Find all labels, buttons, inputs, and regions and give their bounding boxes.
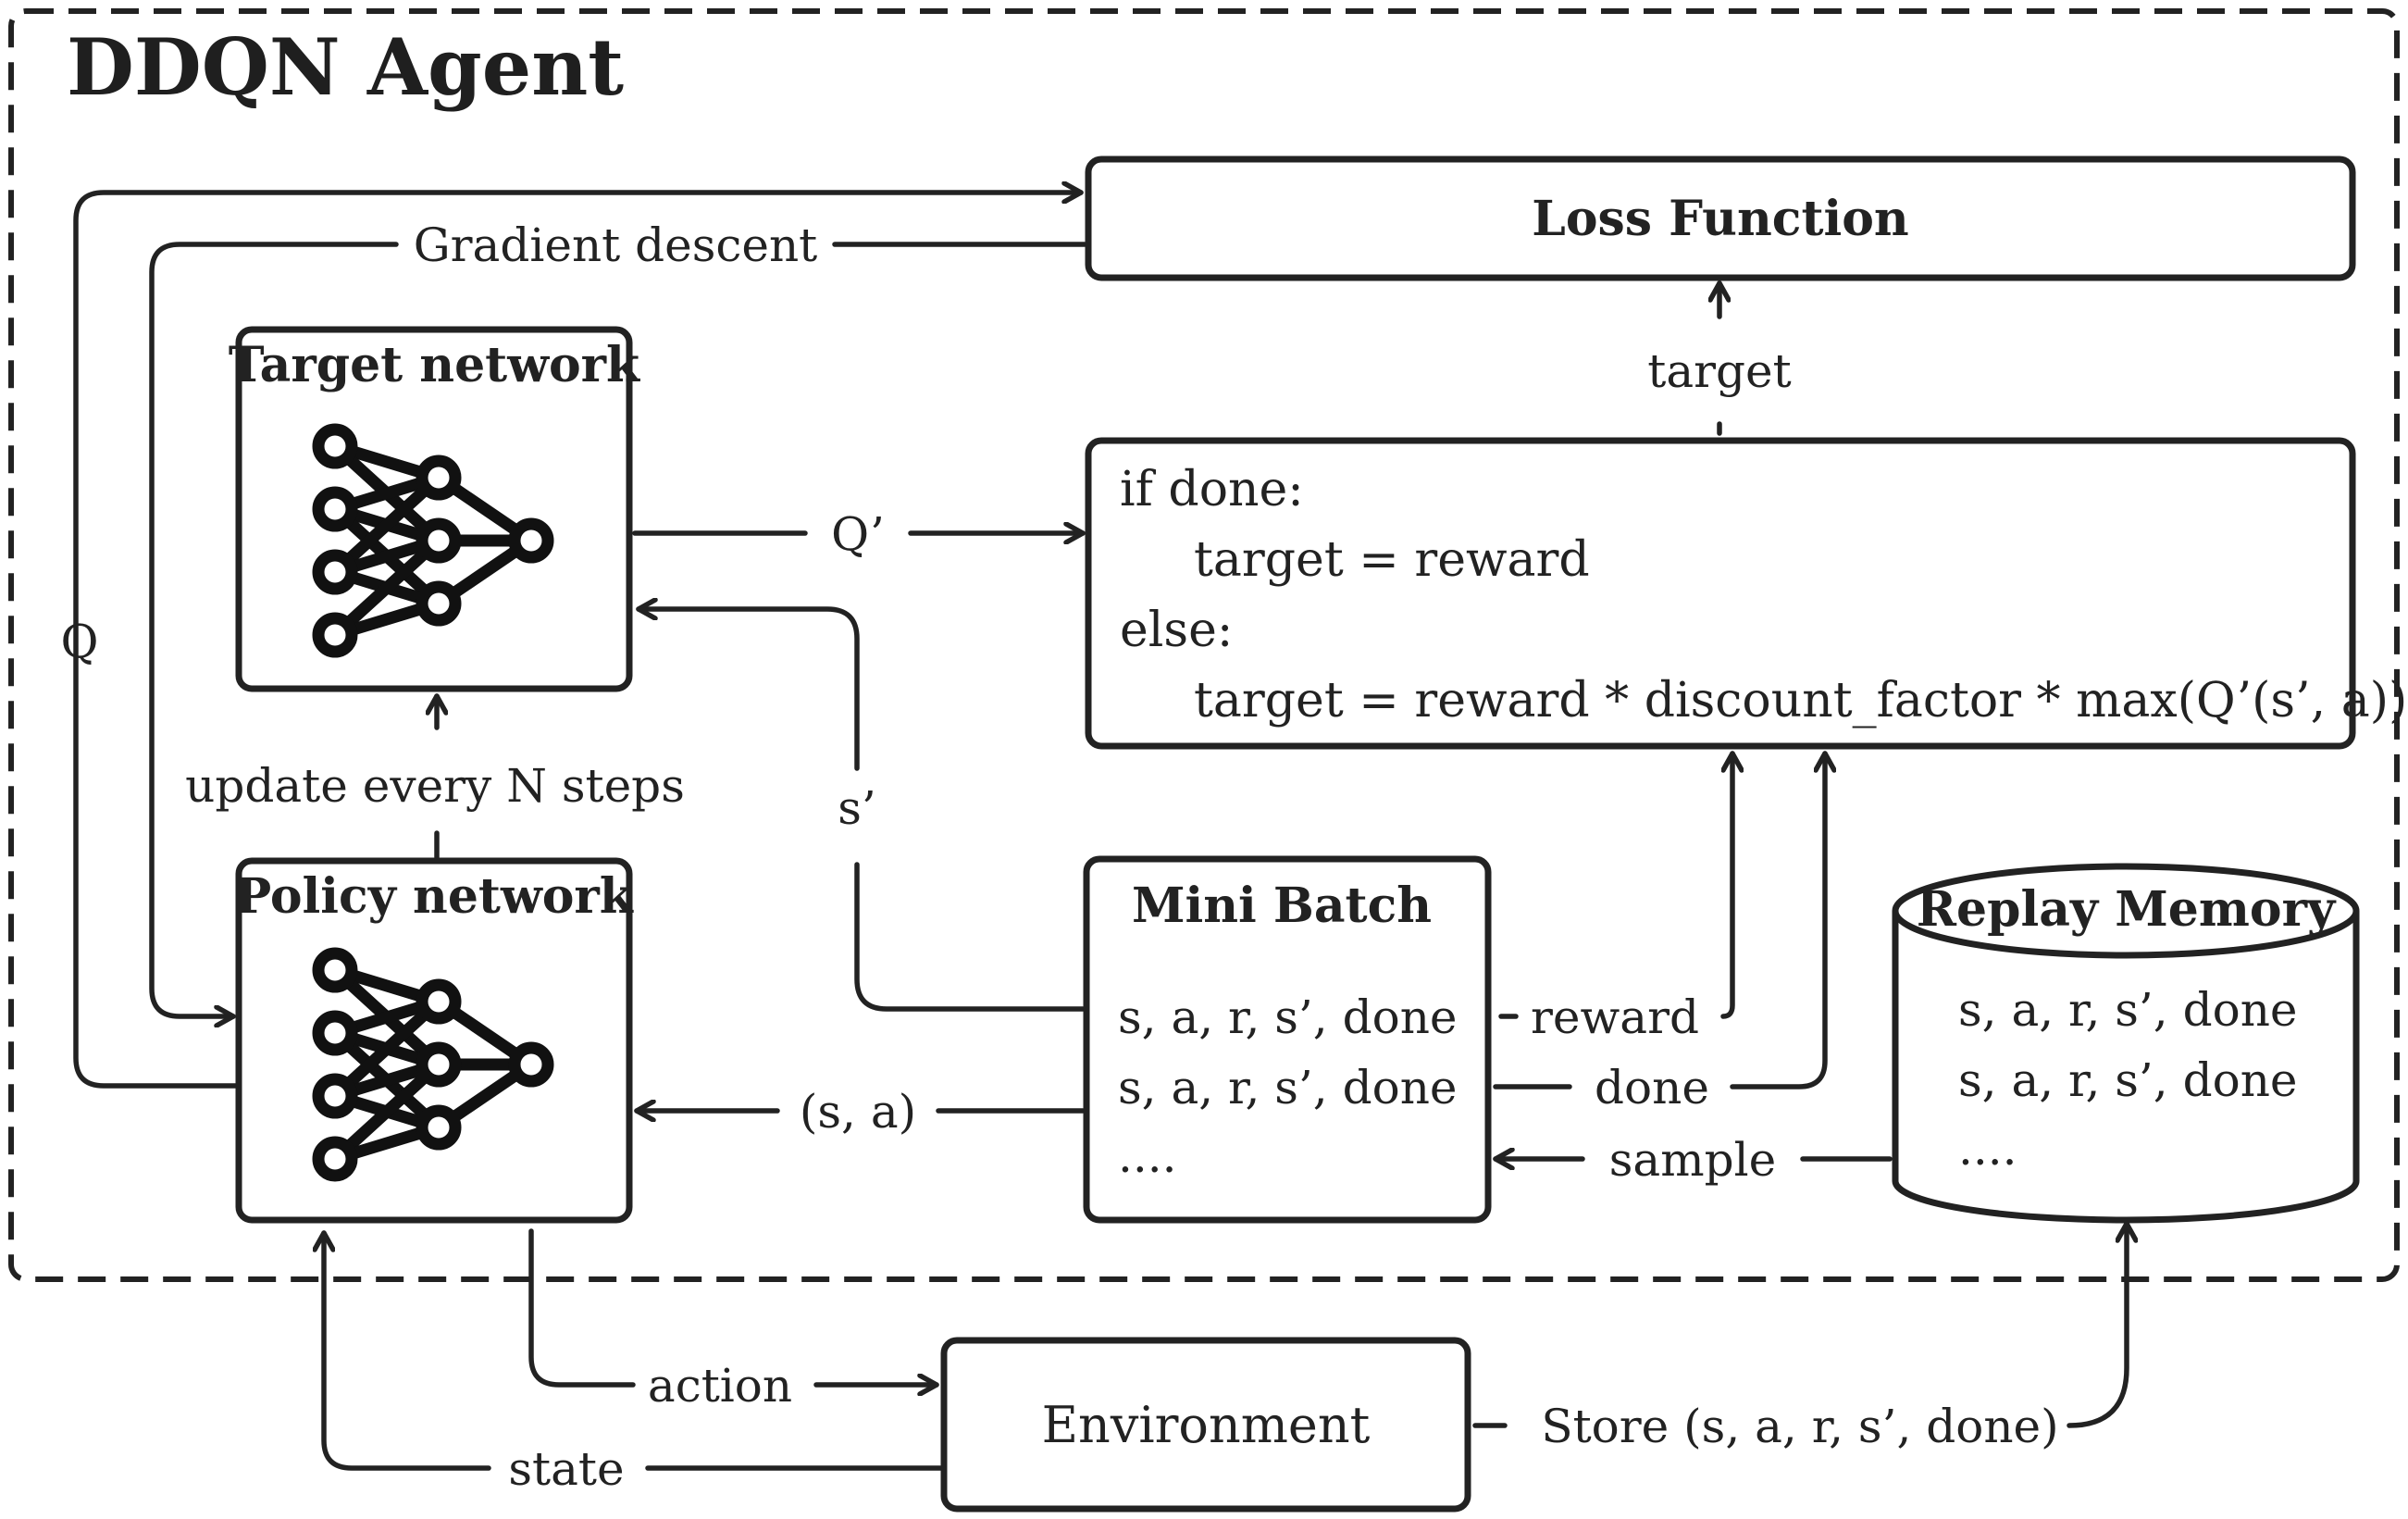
edge-label-s-prime: s’: [838, 781, 876, 835]
replay-memory-node: Replay Memory s, a, r, s’, done s, a, r,…: [1892, 863, 2360, 1224]
replay-memory-row: s, a, r, s’, done: [1958, 1053, 2297, 1107]
edge-reward-arrow: [1720, 751, 1732, 1019]
agent-frame: [8, 8, 2400, 1282]
environment-label: Environment: [1042, 1396, 1371, 1454]
mini-batch-row: ....: [1118, 1129, 1177, 1183]
loss-function-label: Loss Function: [1532, 191, 1908, 247]
replay-memory-label: Replay Memory: [1917, 881, 2337, 938]
edge-action: [528, 1228, 636, 1388]
target-network-node: Target network: [229, 326, 640, 692]
edge-s-prime: [639, 609, 1086, 1012]
edge-store-arrow: [2067, 1221, 2127, 1428]
edge-label-reward: reward: [1531, 990, 1699, 1044]
edge-label-s-a: (s, a): [800, 1085, 916, 1139]
edge-gradient-descent: [149, 242, 1087, 1016]
formula-line-3: else:: [1120, 603, 1233, 658]
target-formula-node: if done: target = reward else: target = …: [1085, 437, 2407, 750]
mini-batch-row: s, a, r, s’, done: [1118, 1061, 1457, 1114]
edge-state: [324, 1233, 943, 1471]
edge-label-update: update every N steps: [185, 759, 685, 813]
mini-batch-row: s, a, r, s’, done: [1118, 990, 1457, 1044]
formula-line-4: target = reward * discount_factor * max(…: [1194, 673, 2407, 728]
edge-label-state: state: [508, 1442, 624, 1496]
target-network-label: Target network: [229, 337, 640, 393]
edge-label-q-prime: Q’: [831, 507, 885, 561]
loss-function-node: Loss Function: [1085, 156, 2356, 281]
formula-line-2: target = reward: [1194, 532, 1590, 588]
edge-q: [73, 193, 1084, 1089]
policy-network-node: Policy network: [235, 857, 634, 1224]
policy-network-label: Policy network: [235, 868, 634, 925]
formula-line-1: if done:: [1120, 462, 1304, 517]
edge-label-gradient-descent: Gradient descent: [414, 218, 818, 272]
edge-label-q: Q: [61, 615, 99, 668]
edge-label-store: Store (s, a, r, s’, done): [1541, 1400, 2058, 1453]
mini-batch-label: Mini Batch: [1132, 878, 1432, 934]
agent-title: DDQN Agent: [67, 21, 624, 113]
edge-done-arrow: [1730, 751, 1825, 1089]
mini-batch-node: Mini Batch s, a, r, s’, done s, a, r, s’…: [1083, 855, 1492, 1224]
edge-label-action: action: [648, 1359, 792, 1413]
edge-label-sample: sample: [1609, 1133, 1776, 1187]
replay-memory-row: ....: [1958, 1122, 2017, 1176]
edge-label-done: done: [1595, 1061, 1709, 1114]
environment-node: Environment: [940, 1337, 1471, 1513]
replay-memory-row: s, a, r, s’, done: [1958, 983, 2297, 1037]
edge-label-target: target: [1647, 344, 1792, 398]
